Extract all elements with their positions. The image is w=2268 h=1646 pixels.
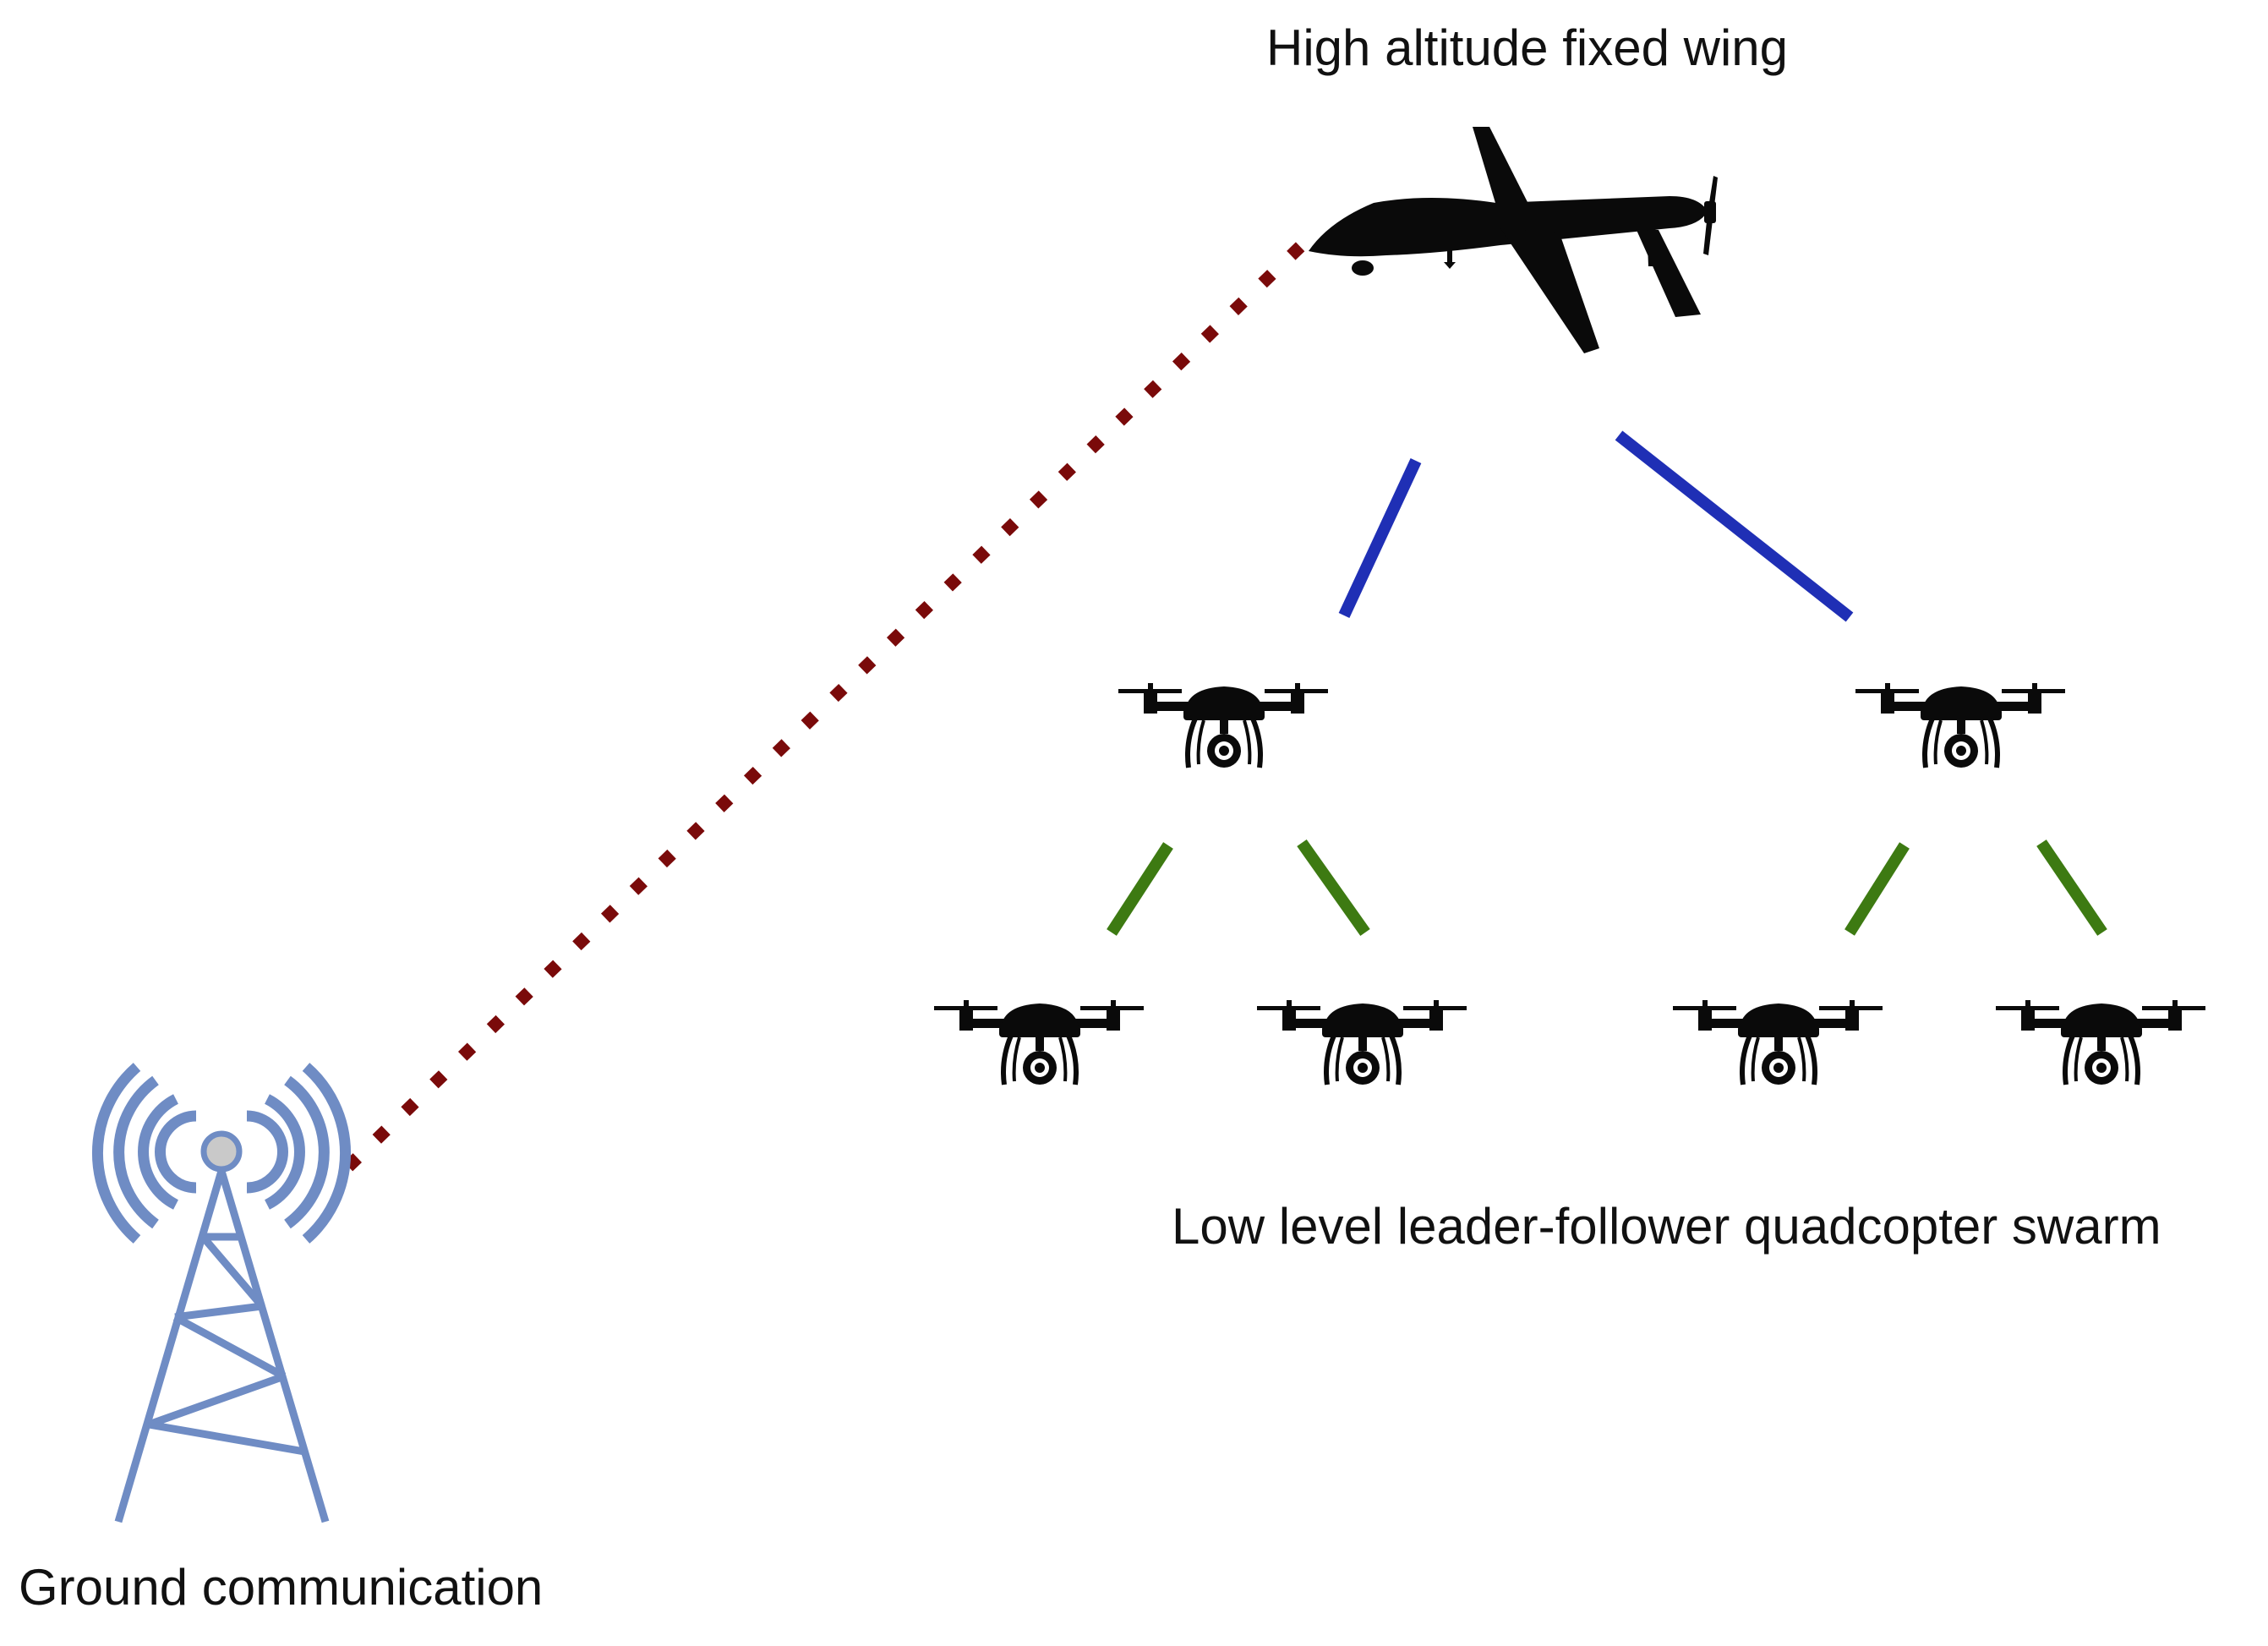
follower-4-quadcopter-icon	[1996, 1000, 2205, 1085]
follower-1-quadcopter-icon	[934, 1000, 1144, 1085]
fixed-wing-to-leader-left-link	[1338, 458, 1422, 618]
fixed-wing-label: High altitude fixed wing	[1266, 19, 1789, 76]
fixed-wing-drone-icon	[1309, 127, 1718, 353]
leader-right-to-follower-1-link	[1844, 842, 1910, 936]
ground-communication-label: Ground communication	[19, 1559, 544, 1616]
follower-2-quadcopter-icon	[1257, 1000, 1467, 1085]
leader-left-to-follower-1-link	[1107, 842, 1173, 936]
swarm-label: Low level leader-follower quadcopter swa…	[1172, 1198, 2161, 1255]
leader-left-quadcopter-icon	[1118, 683, 1328, 768]
fixed-wing-to-leader-right-link	[1615, 430, 1854, 622]
leader-right-to-follower-2-link	[2036, 839, 2107, 936]
radio-tower-icon	[91, 1063, 352, 1523]
follower-3-quadcopter-icon	[1673, 1000, 1883, 1085]
leader-left-to-follower-2-link	[1297, 839, 1370, 937]
leader-right-quadcopter-icon	[1855, 683, 2065, 768]
